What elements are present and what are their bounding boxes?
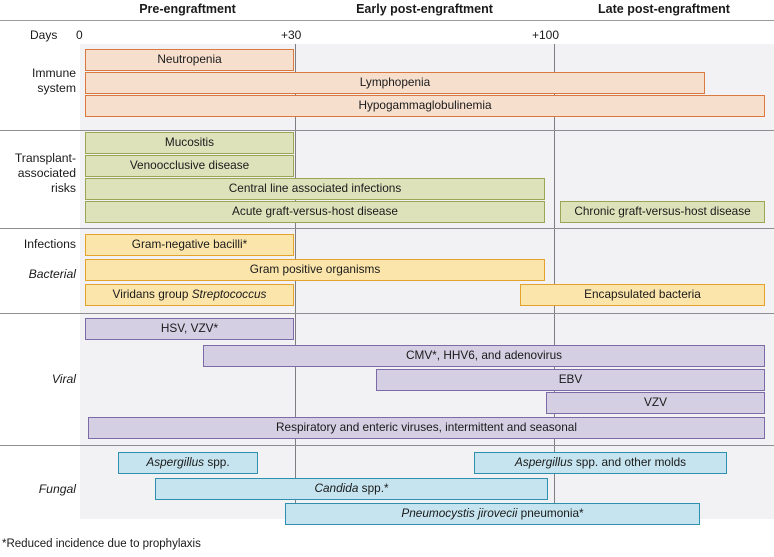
bar-label-cmv-hhv6-adenovirus: CMV*, HHV6, and adenovirus — [405, 348, 563, 363]
bar-candida-spp[interactable]: Candida spp.* — [155, 478, 548, 500]
bar-vzv[interactable]: VZV — [546, 392, 765, 414]
bar-aspergillus-other-molds[interactable]: Aspergillus spp. and other molds — [474, 452, 727, 474]
bar-label-ebv: EBV — [558, 372, 583, 387]
bar-ebv[interactable]: EBV — [376, 369, 765, 391]
section-separator-1 — [0, 228, 774, 229]
bar-cmv-hhv6-adenovirus[interactable]: CMV*, HHV6, and adenovirus — [203, 345, 765, 367]
bar-aspergillus-spp[interactable]: Aspergillus spp. — [118, 452, 258, 474]
bar-central-line-associated-infections[interactable]: Central line associated infections — [85, 178, 545, 200]
group-label-line: Infections — [23, 237, 76, 251]
bar-label-viridans-streptococcus: Viridans group Streptococcus — [112, 287, 267, 302]
bar-pneumocystis-jirovecii-pneumonia[interactable]: Pneumocystis jirovecii pneumonia* — [285, 503, 700, 525]
bar-hsv-vzv[interactable]: HSV, VZV* — [85, 318, 294, 340]
phase-header-2: Late post-engraftment — [598, 2, 730, 16]
bar-label-gram-positive-organisms: Gram positive organisms — [249, 262, 381, 277]
bar-label-aspergillus-other-molds: Aspergillus spp. and other molds — [514, 455, 687, 470]
bar-label-acute-gvhd: Acute graft-versus-host disease — [232, 204, 398, 219]
days-axis-label: Days — [30, 28, 58, 42]
group-label-line: risks — [50, 181, 76, 195]
group-label-line: Transplant- — [14, 151, 76, 165]
bar-label-venoocclusive-disease: Venoocclusive disease — [129, 158, 250, 173]
bar-mucositis[interactable]: Mucositis — [85, 132, 294, 154]
day-tick-2: +100 — [532, 28, 560, 42]
day-tick-1: +30 — [281, 28, 302, 42]
bar-label-hsv-vzv: HSV, VZV* — [160, 321, 219, 336]
bar-respiratory-enteric-viruses[interactable]: Respiratory and enteric viruses, intermi… — [88, 417, 765, 439]
bar-viridans-streptococcus[interactable]: Viridans group Streptococcus — [85, 284, 294, 306]
bar-label-candida-spp: Candida spp.* — [314, 481, 389, 496]
group-label-infections: Infections — [0, 237, 76, 252]
gridline-1 — [554, 44, 555, 519]
bar-label-gram-negative-bacilli: Gram-negative bacilli* — [131, 237, 248, 252]
group-label-line: Immune — [31, 66, 76, 80]
phase-header-0: Pre-engraftment — [139, 2, 236, 16]
bar-label-chronic-gvhd: Chronic graft-versus-host disease — [574, 204, 751, 219]
group-label-line: Fungal — [38, 482, 76, 496]
section-separator-0 — [0, 130, 774, 131]
bar-label-central-line-associated-infections: Central line associated infections — [228, 181, 402, 196]
group-label-fungal: Fungal — [0, 482, 76, 497]
bar-venoocclusive-disease[interactable]: Venoocclusive disease — [85, 155, 294, 177]
bar-label-neutropenia: Neutropenia — [157, 52, 222, 67]
section-separator-3 — [0, 445, 774, 446]
day-tick-0: 0 — [76, 28, 83, 42]
bar-hypogammaglobulinemia[interactable]: Hypogammaglobulinemia — [85, 95, 765, 117]
bar-neutropenia[interactable]: Neutropenia — [85, 49, 294, 71]
group-label-bacterial: Bacterial — [0, 267, 76, 282]
bar-label-respiratory-enteric-viruses: Respiratory and enteric viruses, intermi… — [276, 420, 577, 435]
gridline-0 — [295, 44, 296, 519]
bar-label-aspergillus-spp: Aspergillus spp. — [146, 455, 230, 470]
group-label-line: Viral — [51, 372, 76, 386]
footnote: *Reduced incidence due to prophylaxis — [2, 538, 201, 550]
bar-label-mucositis: Mucositis — [164, 135, 215, 150]
phase-header-1: Early post-engraftment — [356, 2, 493, 16]
bar-label-pneumocystis-jirovecii-pneumonia: Pneumocystis jirovecii pneumonia* — [401, 506, 584, 521]
bar-gram-positive-organisms[interactable]: Gram positive organisms — [85, 259, 545, 281]
group-label-line: system — [37, 81, 76, 95]
bar-label-hypogammaglobulinemia: Hypogammaglobulinemia — [358, 98, 492, 113]
bar-lymphopenia[interactable]: Lymphopenia — [85, 72, 705, 94]
group-label-line: associated — [17, 166, 76, 180]
bar-acute-gvhd[interactable]: Acute graft-versus-host disease — [85, 201, 545, 223]
bar-label-vzv: VZV — [644, 395, 667, 410]
bar-chronic-gvhd[interactable]: Chronic graft-versus-host disease — [560, 201, 765, 223]
plot-area — [80, 44, 774, 519]
group-label-line: Bacterial — [28, 267, 76, 281]
group-label-viral: Viral — [0, 372, 76, 387]
bar-label-lymphopenia: Lymphopenia — [359, 75, 431, 90]
section-separator-2 — [0, 313, 774, 314]
bar-label-encapsulated-bacteria: Encapsulated bacteria — [584, 287, 701, 302]
header-divider — [0, 20, 774, 21]
bar-gram-negative-bacilli[interactable]: Gram-negative bacilli* — [85, 234, 294, 256]
bar-encapsulated-bacteria[interactable]: Encapsulated bacteria — [520, 284, 765, 306]
